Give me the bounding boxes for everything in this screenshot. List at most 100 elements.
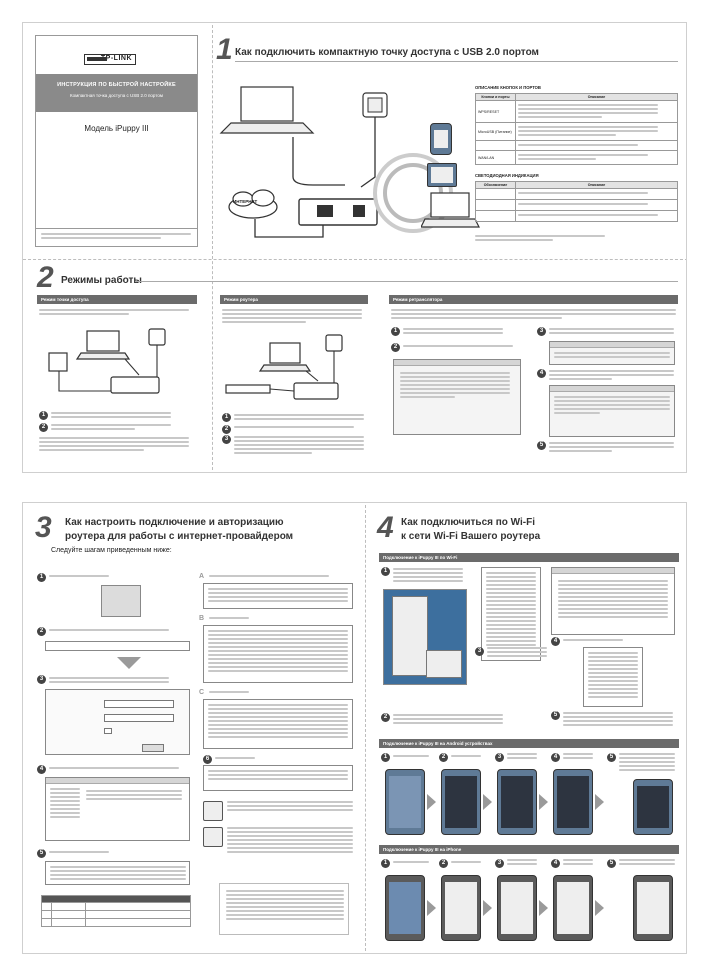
step-2-text <box>234 426 354 430</box>
fold-line <box>365 505 366 951</box>
android-phone-icon <box>497 769 537 835</box>
iphone-step-3-badge: 3 <box>495 859 504 868</box>
mode-access-point-bar: Режим точки доступа <box>37 295 197 304</box>
iphone-step-1-badge: 1 <box>381 859 390 868</box>
note-icon <box>203 801 223 821</box>
section-4-number: 4 <box>377 511 394 544</box>
led-table-header: Обозначение <box>475 181 516 189</box>
step-4-badge: 4 <box>551 637 560 646</box>
step-5-text <box>549 442 674 454</box>
option-a-label: A <box>199 573 205 580</box>
step-3-text <box>549 328 674 336</box>
android-step-2-text <box>451 755 481 759</box>
arrow-down-icon <box>117 657 141 669</box>
step-1-text <box>234 414 364 422</box>
address-bar-screenshot <box>45 641 190 651</box>
arrow-right-icon <box>539 900 548 916</box>
iphone-step-4-badge: 4 <box>551 859 560 868</box>
connected-screenshot <box>583 647 643 707</box>
step-6-text <box>215 757 255 761</box>
step-2-badge: 2 <box>37 627 46 636</box>
iphone-step-2-text <box>451 861 481 865</box>
android-phone-icon <box>441 769 481 835</box>
connection-diagram <box>219 86 453 238</box>
network-key-screenshot <box>551 567 675 635</box>
section-1-rule <box>235 61 678 62</box>
android-step-1-badge: 1 <box>381 753 390 762</box>
pppoe-screenshot <box>203 699 353 749</box>
iphone-step-5-text <box>619 859 675 867</box>
option-c-text <box>209 691 249 695</box>
security-screenshot <box>549 385 675 437</box>
step-2-text <box>49 629 169 633</box>
step-4-text <box>549 370 674 382</box>
windows-start-screenshot <box>383 589 467 685</box>
tp-link-logo: TP-LINK <box>84 54 136 65</box>
bottom-sheet: 3 Как настроить подключение и авторизаци… <box>22 502 687 954</box>
static-ip-screenshot <box>203 625 353 683</box>
mode-router-desc <box>222 309 362 325</box>
step-5-badge: 5 <box>537 441 546 450</box>
step-2-text <box>51 424 171 432</box>
arrow-right-icon <box>595 900 604 916</box>
step-4-text <box>49 767 179 771</box>
step-2-badge: 2 <box>381 713 390 722</box>
internet-cloud-icon <box>228 189 278 219</box>
arrow-right-icon <box>483 900 492 916</box>
option-a-text <box>209 575 329 579</box>
step-4-text <box>563 639 623 643</box>
cover-subtitle: Компактная точка доступа с USB 2.0 порто… <box>70 93 163 98</box>
step-2-text <box>393 714 503 726</box>
led-table-header: Описание <box>515 181 678 189</box>
step-1-badge: 1 <box>222 413 231 422</box>
section-1-number: 1 <box>216 33 233 66</box>
android-step-2-badge: 2 <box>439 753 448 762</box>
fold-line <box>212 25 213 470</box>
section-4-title-line2: к сети Wi-Fi Вашего роутера <box>401 531 541 542</box>
mode-access-point-desc <box>39 309 189 317</box>
step-1-text <box>393 568 463 584</box>
tip-text <box>227 827 353 855</box>
iphone-icon <box>497 875 537 941</box>
arrow-right-icon <box>539 794 548 810</box>
survey-screenshot <box>549 341 675 365</box>
finish-screenshot <box>203 765 353 791</box>
cover-footer-text <box>41 233 191 241</box>
step-1-text <box>49 575 109 579</box>
step-1-badge: 1 <box>381 567 390 576</box>
buttons-table-cell: MicroUSB (Питание) <box>475 122 516 141</box>
android-step-1-text <box>393 755 429 759</box>
android-step-3-badge: 3 <box>495 753 504 762</box>
step-5-badge: 5 <box>37 849 46 858</box>
step-2-badge: 2 <box>391 343 400 352</box>
android-phone-icon <box>385 769 425 835</box>
tip-icon <box>203 827 223 847</box>
option-c-label: C <box>199 689 205 696</box>
iphone-icon <box>553 875 593 941</box>
step-1-text <box>51 412 171 420</box>
note-text <box>227 801 353 813</box>
wan-type-screenshot <box>45 861 190 885</box>
iphone-step-4-text <box>563 859 593 867</box>
arrow-right-icon <box>427 794 436 810</box>
phone-icon <box>430 123 452 155</box>
step-2-text <box>403 345 513 349</box>
iphone-step-1-text <box>393 861 429 865</box>
power-plug-icon <box>362 92 388 118</box>
cover-title: ИНСТРУКЦИЯ ПО БЫСТРОЙ НАСТРОЙКЕ <box>57 82 176 88</box>
wan-types-table <box>41 895 191 927</box>
android-step-4-badge: 4 <box>551 753 560 762</box>
section-2-rule <box>135 281 678 282</box>
step-1-text <box>403 328 503 336</box>
android-step-5-text <box>619 753 675 773</box>
step-3-badge: 3 <box>37 675 46 684</box>
wireless-settings-screenshot <box>393 359 521 435</box>
step-1-badge: 1 <box>391 327 400 336</box>
step-5-text <box>49 851 109 855</box>
dynamic-ip-screenshot <box>203 583 353 609</box>
tablet-icon <box>427 163 457 187</box>
iphone-step-5-badge: 5 <box>607 859 616 868</box>
android-wifi-bar: Подключение к iPuppy III на Android устр… <box>379 739 679 748</box>
section-2-title: Режимы работы <box>61 275 142 286</box>
buttons-table-cell: WPS/RESET <box>475 100 516 123</box>
